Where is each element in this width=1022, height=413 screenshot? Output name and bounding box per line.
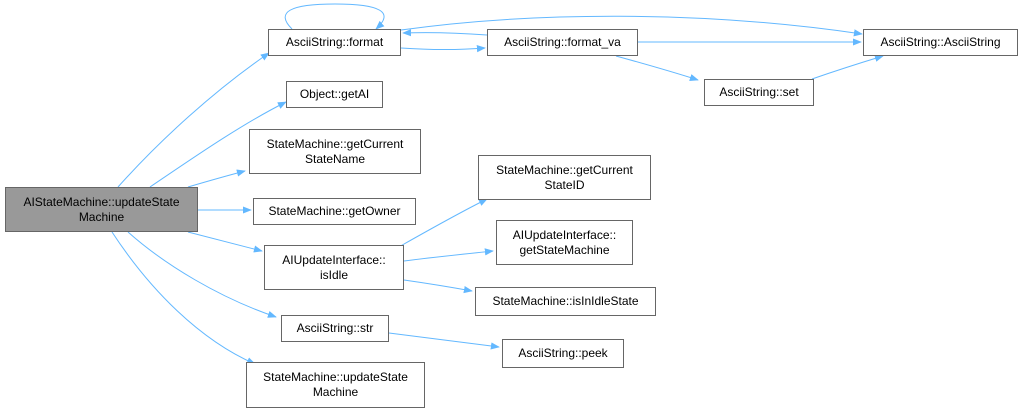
node-label: Object::getAI <box>299 87 370 101</box>
edge-format-va-to-format <box>402 29 488 37</box>
node-label-line2: StateName <box>304 151 366 166</box>
node-label: AsciiString::AsciiString <box>880 35 1001 49</box>
edge-root-to-updatestatemachine <box>111 231 256 365</box>
node-statemachine-getcurrentstatename[interactable]: StateMachine::getCurrent StateName <box>249 129 421 174</box>
edge-root-to-str <box>127 231 277 318</box>
node-label-line2: StateID <box>544 177 585 192</box>
node-label-line1: AIUpdateInterface:: <box>512 227 617 242</box>
edge-set-to-asciistring <box>811 54 884 80</box>
node-asciistring-peek[interactable]: AsciiString::peek <box>502 339 624 368</box>
node-aiupdateinterface-getstatemachine[interactable]: AIUpdateInterface:: getStateMachine <box>496 220 633 265</box>
node-label: AsciiString::peek <box>518 346 608 360</box>
edge-format-va-to-set <box>615 55 699 81</box>
edge-root-to-getcurrentstatename <box>187 169 246 188</box>
edge-isidle-to-getstatemachine <box>403 248 494 262</box>
node-statemachine-isinidlestate[interactable]: StateMachine::isInIdleState <box>475 287 656 316</box>
node-label-line2: getStateMachine <box>519 242 610 257</box>
node-statemachine-updatestatemachine[interactable]: StateMachine::updateState Machine <box>246 362 425 408</box>
edge-format-to-asciistring <box>400 15 863 37</box>
node-label-line1: StateMachine::updateState <box>263 370 408 384</box>
node-label-line1: StateMachine::getCurrent <box>266 136 404 151</box>
edge-root-to-isidle <box>187 231 263 253</box>
edge-format-to-format-va <box>400 45 486 53</box>
node-object-getai[interactable]: Object::getAI <box>286 81 383 108</box>
edge-root-to-format <box>117 52 270 188</box>
node-label: AsciiString::format_va <box>504 35 621 49</box>
node-aiupdateinterface-isidle[interactable]: AIUpdateInterface:: isIdle <box>264 245 404 290</box>
node-aistatemachine-updatestatemachine: AIStateMachine::updateState Machine <box>5 187 198 232</box>
node-asciistring-format[interactable]: AsciiString::format <box>268 29 401 56</box>
node-label-line2: Machine <box>78 209 125 224</box>
node-label: AsciiString::str <box>296 321 374 335</box>
node-statemachine-getowner[interactable]: StateMachine::getOwner <box>253 198 416 225</box>
edge-str-to-peek <box>388 332 500 350</box>
node-asciistring-asciistring[interactable]: AsciiString::AsciiString <box>863 29 1018 56</box>
node-statemachine-getcurrentstateid[interactable]: StateMachine::getCurrent StateID <box>478 155 651 200</box>
node-asciistring-format-va[interactable]: AsciiString::format_va <box>487 29 638 56</box>
node-label: AsciiString::set <box>719 85 799 99</box>
node-label-line1: AIStateMachine::updateState <box>23 194 180 209</box>
node-label: StateMachine::isInIdleState <box>492 294 639 308</box>
edge-format-self-loop <box>284 3 385 30</box>
edge-isidle-to-getcurrentstateid <box>396 198 488 249</box>
edge-isidle-to-isinidlestate <box>403 279 473 294</box>
edge-root-to-getai <box>149 101 287 188</box>
node-label-line2: Machine <box>312 385 359 399</box>
node-label: AsciiString::format <box>285 35 384 49</box>
node-label: StateMachine::getOwner <box>268 204 401 218</box>
node-asciistring-str[interactable]: AsciiString::str <box>281 315 389 342</box>
node-label-line2: isIdle <box>319 267 348 282</box>
node-label-line1: AIUpdateInterface:: <box>282 252 386 267</box>
node-label-line1: StateMachine::getCurrent <box>496 162 633 177</box>
node-asciistring-set[interactable]: AsciiString::set <box>704 79 814 106</box>
